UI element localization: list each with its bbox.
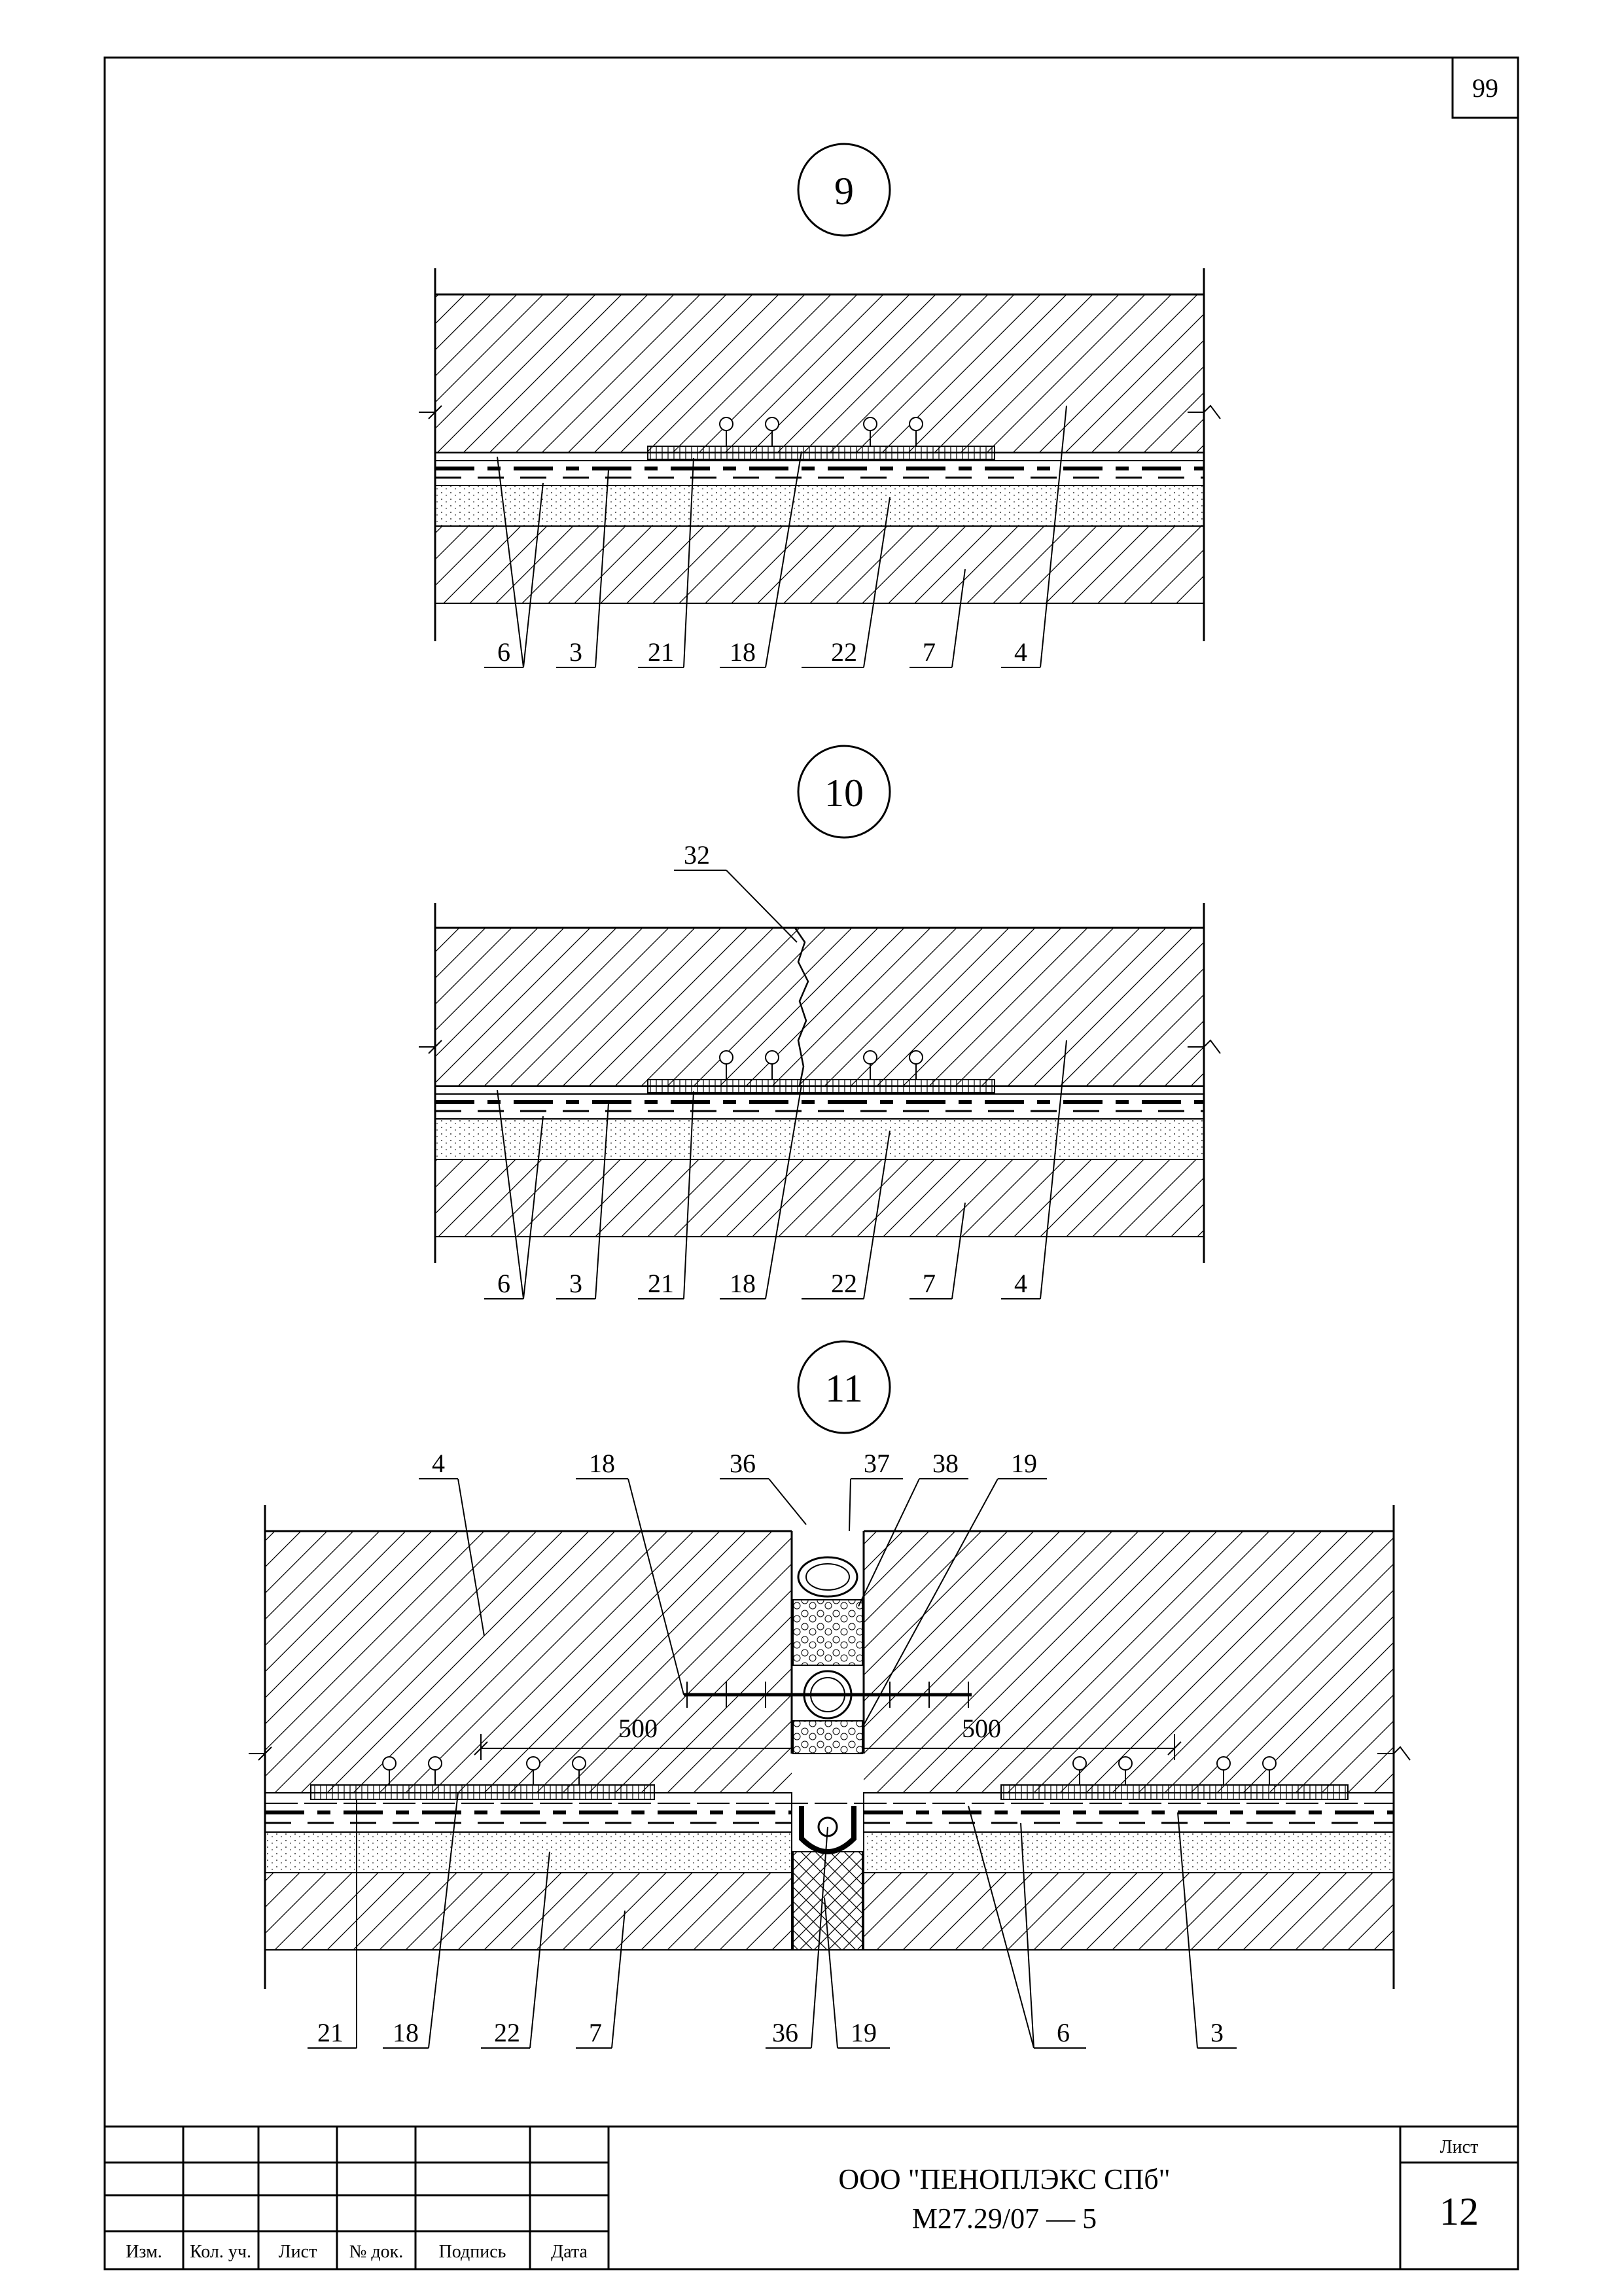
screed-layer-left xyxy=(264,1831,792,1873)
screed-layer xyxy=(434,1118,1205,1160)
svg-text:7: 7 xyxy=(589,2018,602,2047)
detail-9-labels: 6 3 21 18 22 7 4 xyxy=(497,637,1027,667)
embedded-waterstop-ribs xyxy=(686,1682,969,1708)
svg-text:19: 19 xyxy=(851,2018,877,2047)
detail-11-marker xyxy=(797,1340,891,1434)
svg-text:22: 22 xyxy=(831,1269,857,1298)
title-block xyxy=(105,2125,1518,2269)
title-block-columns: Изм. Кол. уч. Лист № док. Подпись Дата xyxy=(126,2242,588,2262)
sheet-frame xyxy=(103,56,1519,2270)
joint-crack-line xyxy=(794,927,809,1087)
svg-text:Дата: Дата xyxy=(551,2242,588,2262)
dimension-lines xyxy=(474,1734,1182,1760)
base-concrete xyxy=(434,525,1205,604)
svg-text:7: 7 xyxy=(923,637,936,667)
svg-text:№ док.: № док. xyxy=(349,2242,404,2262)
svg-text:500: 500 xyxy=(962,1714,1001,1743)
screed-layer-right xyxy=(863,1831,1394,1873)
svg-text:6: 6 xyxy=(1057,2018,1070,2047)
svg-text:6: 6 xyxy=(497,637,510,667)
svg-text:19: 19 xyxy=(1011,1449,1037,1478)
detail-11-top-labels: 4 18 36 37 38 19 xyxy=(432,1449,1037,1478)
base-concrete xyxy=(434,1159,1205,1237)
detail-11: 11 xyxy=(249,1340,1411,2049)
svg-text:7: 7 xyxy=(923,1269,936,1298)
joint-filler xyxy=(792,1599,863,1666)
svg-text:18: 18 xyxy=(730,637,756,667)
concrete-slab xyxy=(435,294,1204,453)
svg-text:22: 22 xyxy=(831,637,857,667)
svg-text:36: 36 xyxy=(730,1449,756,1478)
svg-text:3: 3 xyxy=(569,637,582,667)
detail-9-id: 9 xyxy=(834,169,854,213)
waterstop-profile-left xyxy=(310,1784,655,1800)
svg-text:18: 18 xyxy=(730,1269,756,1298)
svg-text:Лист: Лист xyxy=(279,2242,317,2262)
detail-10-id: 10 xyxy=(824,771,864,815)
svg-text:38: 38 xyxy=(932,1449,959,1478)
svg-text:4: 4 xyxy=(432,1449,445,1478)
svg-text:18: 18 xyxy=(589,1449,615,1478)
detail-9-marker xyxy=(797,143,891,237)
concrete-slab-left xyxy=(265,1531,792,1793)
detail-9-leaders xyxy=(484,405,1067,668)
concrete-slab xyxy=(435,928,1204,1086)
waterstop-profile xyxy=(647,446,995,460)
detail-11-bottom-labels: 21 18 22 7 36 19 6 3 xyxy=(317,2018,1224,2047)
svg-text:500: 500 xyxy=(618,1714,658,1743)
svg-text:18: 18 xyxy=(393,2018,419,2047)
company-name: ООО "ПЕНОПЛЭКС СПб" xyxy=(838,2163,1170,2195)
document-code: М27.29/07 — 5 xyxy=(912,2202,1097,2234)
svg-text:3: 3 xyxy=(1210,2018,1224,2047)
waterstop-ribs xyxy=(719,1050,923,1080)
detail-10: 10 xyxy=(419,745,1221,1299)
screed-layer xyxy=(434,485,1205,527)
svg-text:22: 22 xyxy=(494,2018,520,2047)
joint-filler-lower xyxy=(792,1720,863,1754)
svg-text:6: 6 xyxy=(497,1269,510,1298)
svg-text:4: 4 xyxy=(1014,1269,1027,1298)
svg-text:Подпись: Подпись xyxy=(439,2242,506,2262)
dimension-labels: 500 500 xyxy=(618,1714,1001,1743)
base-concrete-left xyxy=(264,1872,792,1951)
base-concrete-right xyxy=(863,1872,1394,1951)
concrete-slab-right xyxy=(864,1531,1394,1793)
svg-text:4: 4 xyxy=(1014,637,1027,667)
waterstop-ribs xyxy=(382,1756,1277,1785)
detail-11-top-leaders xyxy=(419,1478,1047,1728)
detail-9: 9 xyxy=(419,143,1221,668)
waterstop-profile xyxy=(647,1079,995,1093)
detail-11-bottom-leaders xyxy=(308,1792,1237,2049)
svg-text:37: 37 xyxy=(864,1449,890,1478)
svg-text:21: 21 xyxy=(648,637,674,667)
svg-text:36: 36 xyxy=(772,2018,798,2047)
detail-10-leaders xyxy=(484,870,1067,1299)
detail-10-marker xyxy=(797,745,891,839)
waterstop-profile-right xyxy=(1000,1784,1349,1800)
page-number: 99 xyxy=(1472,73,1498,103)
detail-11-id: 11 xyxy=(825,1367,863,1410)
svg-text:Кол. уч.: Кол. уч. xyxy=(190,2242,251,2262)
svg-text:21: 21 xyxy=(317,2018,344,2047)
page-number-box xyxy=(1451,56,1519,119)
svg-text:32: 32 xyxy=(684,840,710,870)
waterstop-ribs xyxy=(719,417,923,446)
svg-text:3: 3 xyxy=(569,1269,582,1298)
detail-10-labels: 32 6 3 21 18 22 7 4 xyxy=(497,840,1027,1298)
svg-text:21: 21 xyxy=(648,1269,674,1298)
sheet-number: 12 xyxy=(1439,2190,1479,2233)
sheet-label: Лист xyxy=(1440,2137,1479,2157)
svg-text:Изм.: Изм. xyxy=(126,2242,162,2262)
